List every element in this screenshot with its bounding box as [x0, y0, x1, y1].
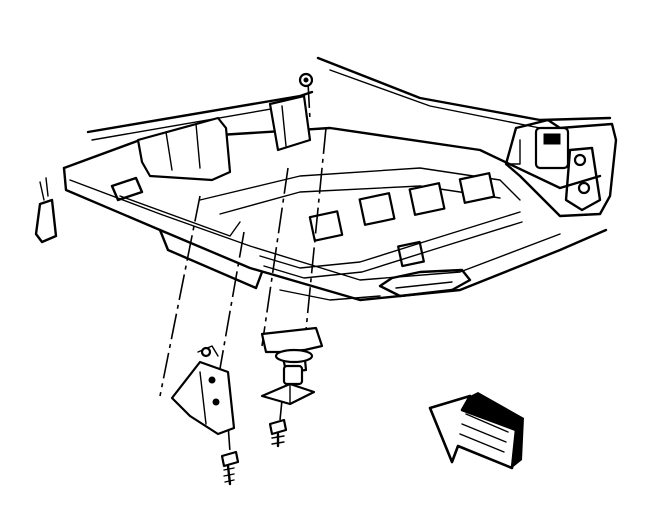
- bolt-icon: [268, 418, 288, 448]
- vehicle-underbody-frame-icon: [34, 56, 618, 302]
- mount-bracket-icon: [170, 345, 236, 436]
- frame-crossmember-icon: [136, 94, 312, 182]
- mount-bracket-icon: [260, 326, 324, 406]
- bolt-icon: [220, 450, 240, 486]
- nut-icon: [298, 72, 314, 88]
- direction-arrow-icon: [428, 392, 524, 470]
